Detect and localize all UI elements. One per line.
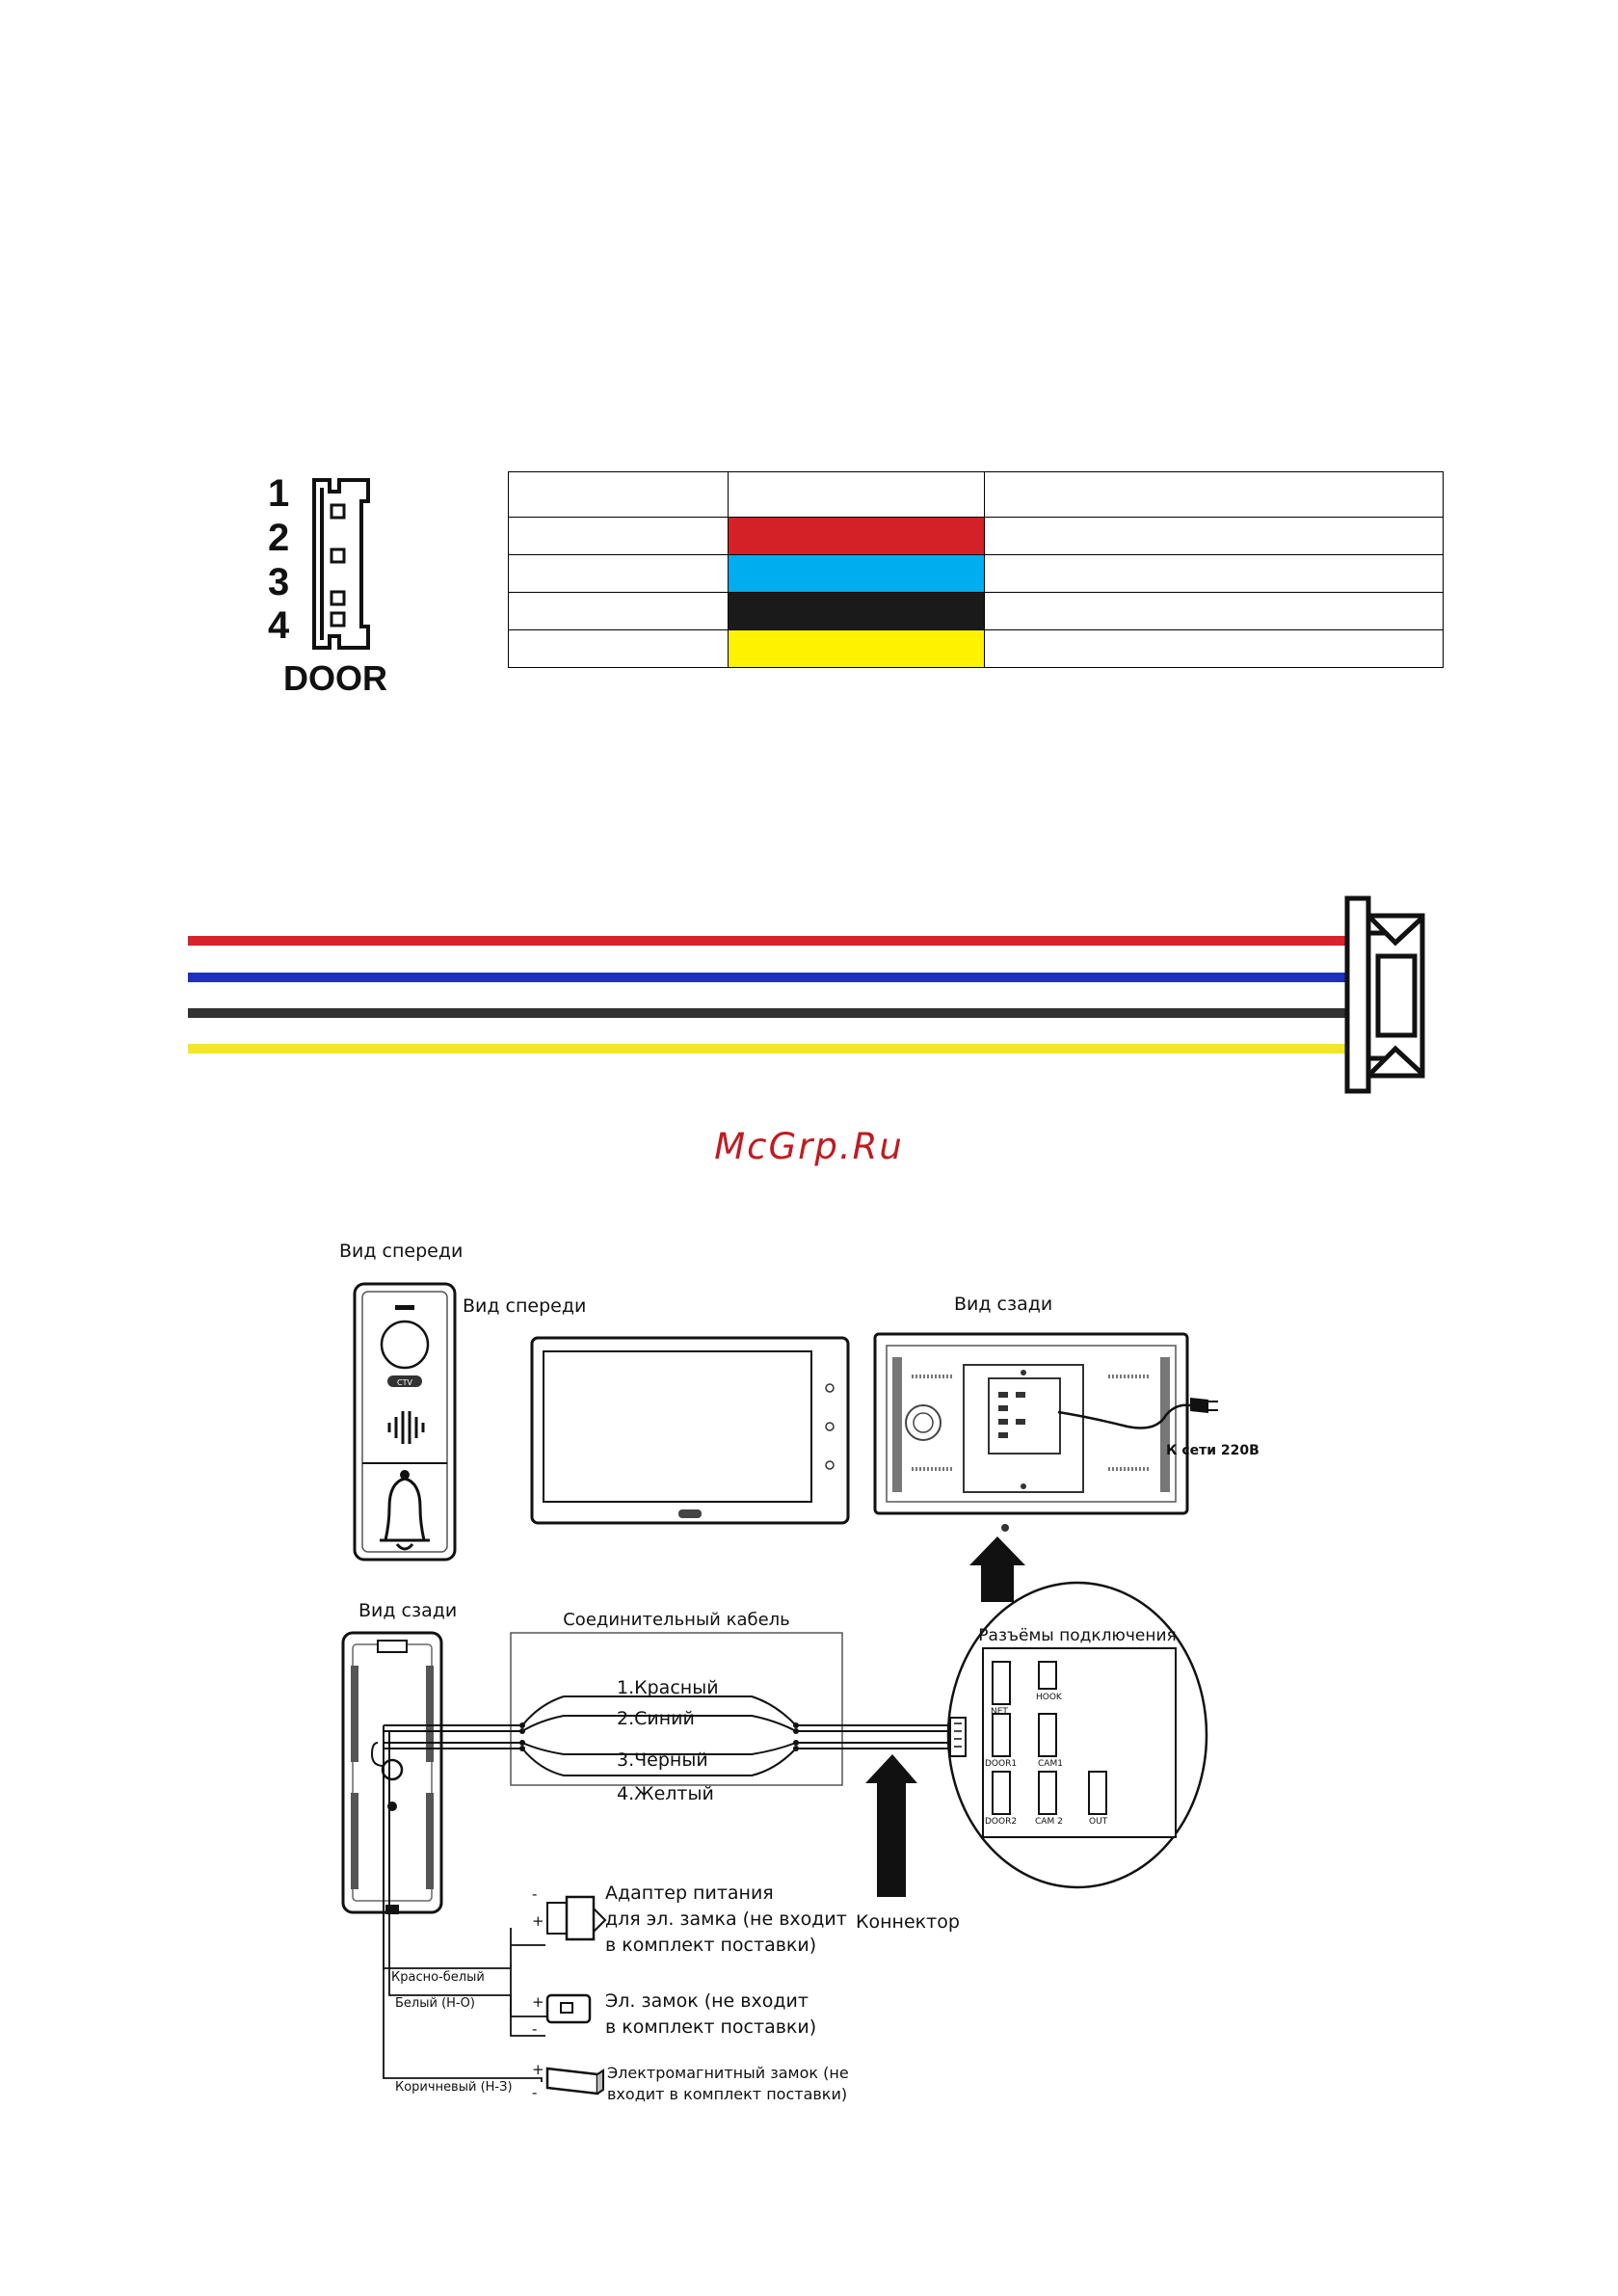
speaker-icon [387, 1411, 425, 1444]
unlock-button-icon [825, 1460, 835, 1470]
watermark: McGrp.Ru [714, 1126, 904, 1167]
call-panel-back [341, 1631, 443, 1914]
electric-lock-icon [545, 1993, 592, 2024]
cable-title: Соединительный кабель [563, 1610, 790, 1630]
speaker-grill-icon [905, 1404, 942, 1441]
color-swatch-blue [728, 554, 985, 593]
wire-color-table [508, 471, 1444, 668]
magnetic-lock-icon [545, 2067, 604, 2096]
arrow-connector-icon [865, 1754, 917, 1897]
cable-wire-label: 4.Желтый [617, 1783, 714, 1804]
lock-label: в комплект поставки) [605, 2016, 816, 2038]
connector-panel [982, 1647, 1177, 1838]
plus-sign: + [532, 1993, 544, 2011]
color-swatch-yellow [728, 629, 985, 668]
monitor-back [873, 1332, 1218, 1532]
power-label: К сети 220В [1166, 1443, 1260, 1458]
connector-label: DOOR [283, 658, 387, 698]
cable-box [510, 1632, 843, 1786]
minus-sign: - [532, 1885, 537, 1903]
call-button-icon [825, 1383, 835, 1393]
color-swatch-black [728, 592, 985, 630]
pin-number: 3 [268, 561, 289, 603]
table-row [508, 629, 1444, 668]
connector-label: Коннектор [856, 1911, 960, 1933]
monitor-front [530, 1336, 850, 1525]
connector-ports [992, 1661, 1107, 1815]
color-swatch-red [728, 517, 985, 555]
wiring-scheme: Вид спереди CTV Вид спереди Вид сзади [339, 1241, 1260, 2103]
camera-icon [380, 1320, 430, 1370]
pin-number: 2 [268, 517, 289, 559]
port-label: NET [991, 1707, 1008, 1717]
cable-wire-label: 3.Черный [617, 1749, 708, 1771]
cable-wire-label: 2.Синий [617, 1708, 695, 1729]
adapter-label: для эл. замка (не входит [605, 1909, 847, 1930]
connectors-zoom-circle [946, 1581, 1208, 1889]
call-panel-front: CTV [353, 1282, 457, 1562]
maglock-label: входит в комплект поставки) [607, 2085, 847, 2103]
port-label: CAM1 [1038, 1759, 1063, 1769]
port-label: CAM 2 [1035, 1817, 1063, 1827]
brand-logo: CTV [397, 1378, 412, 1387]
plug-connector-icon [1344, 895, 1425, 1094]
cable-wires-illustration [188, 895, 1425, 1094]
door-connector-icon: 1 2 3 4 DOOR [268, 472, 387, 698]
cable-wire-label: 1.Красный [617, 1677, 719, 1698]
wire-red-white-label: Красно-белый [391, 1970, 485, 1985]
table-header-row [508, 471, 1444, 518]
plus-sign: + [532, 1912, 544, 1930]
cable-wires [370, 1695, 950, 1912]
lock-label: Эл. замок (не входит [605, 1990, 809, 2012]
panel-back-label: Вид сзади [358, 1600, 457, 1621]
table-row [508, 592, 1444, 630]
wire-brown-label: Коричневый (Н-З) [395, 2080, 513, 2095]
port-label: OUT [1089, 1817, 1108, 1827]
pin-number: 4 [268, 604, 290, 647]
pin-number: 1 [268, 472, 289, 515]
panel-front-label: Вид спереди [339, 1241, 463, 1262]
monitor-back-label: Вид сзади [954, 1294, 1052, 1315]
port-label: HOOK [1036, 1693, 1063, 1702]
monitor-button-icon [825, 1422, 835, 1431]
lock-wiring [383, 1889, 547, 2082]
minus-sign: - [532, 2084, 537, 2101]
wire-white-label: Белый (Н-О) [395, 1996, 475, 2011]
adapter-label: Адаптер питания [605, 1882, 774, 1904]
table-row [508, 554, 1444, 593]
connectors-title: Разъёмы подключения [978, 1626, 1176, 1645]
arrow-up-icon [969, 1536, 1025, 1602]
monitor-front-label: Вид спереди [463, 1295, 586, 1317]
adapter-label: в комплект поставки) [605, 1935, 816, 1956]
port-label: DOOR1 [985, 1759, 1017, 1769]
port-label: DOOR2 [985, 1817, 1017, 1827]
minus-sign: - [532, 2020, 537, 2038]
power-adapter-icon [546, 1895, 607, 1941]
plus-sign: + [532, 2061, 544, 2078]
table-row [508, 517, 1444, 555]
maglock-label: Электромагнитный замок (не [607, 2064, 849, 2082]
power-plug-icon [1190, 1398, 1218, 1413]
